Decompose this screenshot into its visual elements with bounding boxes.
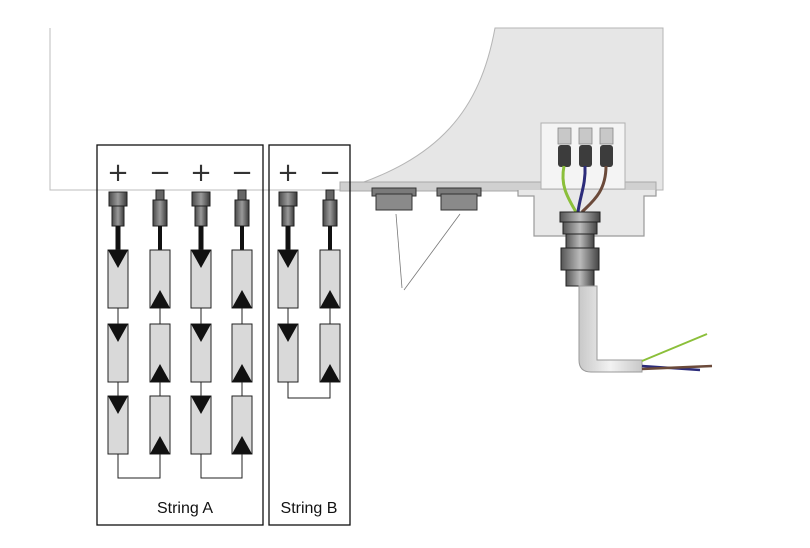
terminal-clamp-3 bbox=[600, 145, 613, 167]
plug-connectors bbox=[108, 189, 338, 227]
string-jumper-b12 bbox=[287, 382, 331, 399]
string-jumper-a34 bbox=[200, 454, 243, 479]
current-arrow-a2-2 bbox=[150, 364, 170, 382]
current-arrow-a1-1 bbox=[108, 250, 128, 268]
plug-body-b1 bbox=[278, 191, 298, 207]
ac-gland-ring-2 bbox=[565, 233, 595, 249]
plug-sleeve-a1 bbox=[111, 205, 125, 227]
housing-bottom-plate bbox=[339, 181, 657, 192]
current-arrow-a1-3 bbox=[108, 396, 128, 414]
plug-sleeve-a3 bbox=[194, 205, 208, 227]
current-arrow-b1-1 bbox=[278, 250, 298, 268]
plug-body-a1 bbox=[108, 191, 128, 207]
terminal-sign-a2-minus: − bbox=[149, 158, 171, 188]
ac-gland-tail bbox=[565, 269, 595, 287]
current-arrow-a4-2 bbox=[232, 364, 252, 382]
string-jumper-a12 bbox=[117, 454, 161, 479]
ac-cable bbox=[578, 285, 713, 373]
module-columns bbox=[107, 226, 341, 479]
plug-body-b2 bbox=[322, 199, 338, 227]
string-b-label: String B bbox=[281, 500, 338, 517]
terminal-sign-a3-plus: + bbox=[190, 158, 212, 188]
plug-pin-b2 bbox=[325, 189, 335, 201]
string-b-box bbox=[268, 144, 351, 526]
gland-leader-line-1 bbox=[395, 213, 403, 289]
terminal-slot-1 bbox=[557, 127, 572, 145]
wire-green-yellow bbox=[561, 165, 578, 213]
current-arrow-a3-2 bbox=[191, 324, 211, 342]
ac-gland-nut bbox=[560, 247, 600, 271]
terminal-sign-a1-plus: + bbox=[107, 158, 129, 188]
current-arrow-a2-3 bbox=[150, 436, 170, 454]
wire-brown bbox=[580, 165, 608, 214]
ac-cable-sheath bbox=[578, 285, 643, 373]
ac-gland-ring-1 bbox=[562, 221, 598, 235]
plug-sleeve-b1 bbox=[281, 205, 295, 227]
terminal-clamp-1 bbox=[558, 145, 571, 167]
terminal-signs: + − + − + − bbox=[107, 158, 341, 188]
dc-gland-2-body bbox=[440, 193, 478, 211]
ac-cable-wire-brown bbox=[641, 364, 713, 371]
current-arrow-b2-2 bbox=[320, 364, 340, 382]
terminal-sign-a4-minus: − bbox=[231, 158, 253, 188]
current-arrow-a2-1 bbox=[150, 290, 170, 308]
ac-connection-box bbox=[517, 122, 657, 287]
plug-body-a4 bbox=[234, 199, 250, 227]
current-arrow-a4-1 bbox=[232, 290, 252, 308]
dc-gland-1-body bbox=[375, 193, 413, 211]
terminal-slot-3 bbox=[599, 127, 614, 145]
plug-body-a2 bbox=[152, 199, 168, 227]
wire-blue bbox=[576, 165, 587, 213]
plug-pin-a4 bbox=[237, 189, 247, 201]
plug-body-a3 bbox=[191, 191, 211, 207]
current-arrow-a4-3 bbox=[232, 436, 252, 454]
terminal-slot-2 bbox=[578, 127, 593, 145]
terminal-sign-b1-plus: + bbox=[277, 158, 299, 188]
ac-cable-wire-green bbox=[641, 333, 708, 362]
terminal-clamp-2 bbox=[579, 145, 592, 167]
dc-cable-glands bbox=[371, 187, 482, 291]
gland-leader-line-2 bbox=[403, 213, 461, 291]
current-arrow-a3-3 bbox=[191, 396, 211, 414]
current-arrow-a3-1 bbox=[191, 250, 211, 268]
terminal-sign-b2-minus: − bbox=[319, 158, 341, 188]
string-a-box bbox=[96, 144, 264, 526]
plug-pin-a2 bbox=[155, 189, 165, 201]
ac-gland-top bbox=[559, 211, 601, 223]
string-a-label: String A bbox=[157, 500, 213, 517]
current-arrow-b2-1 bbox=[320, 290, 340, 308]
current-arrow-a1-2 bbox=[108, 324, 128, 342]
current-arrow-b1-2 bbox=[278, 324, 298, 342]
